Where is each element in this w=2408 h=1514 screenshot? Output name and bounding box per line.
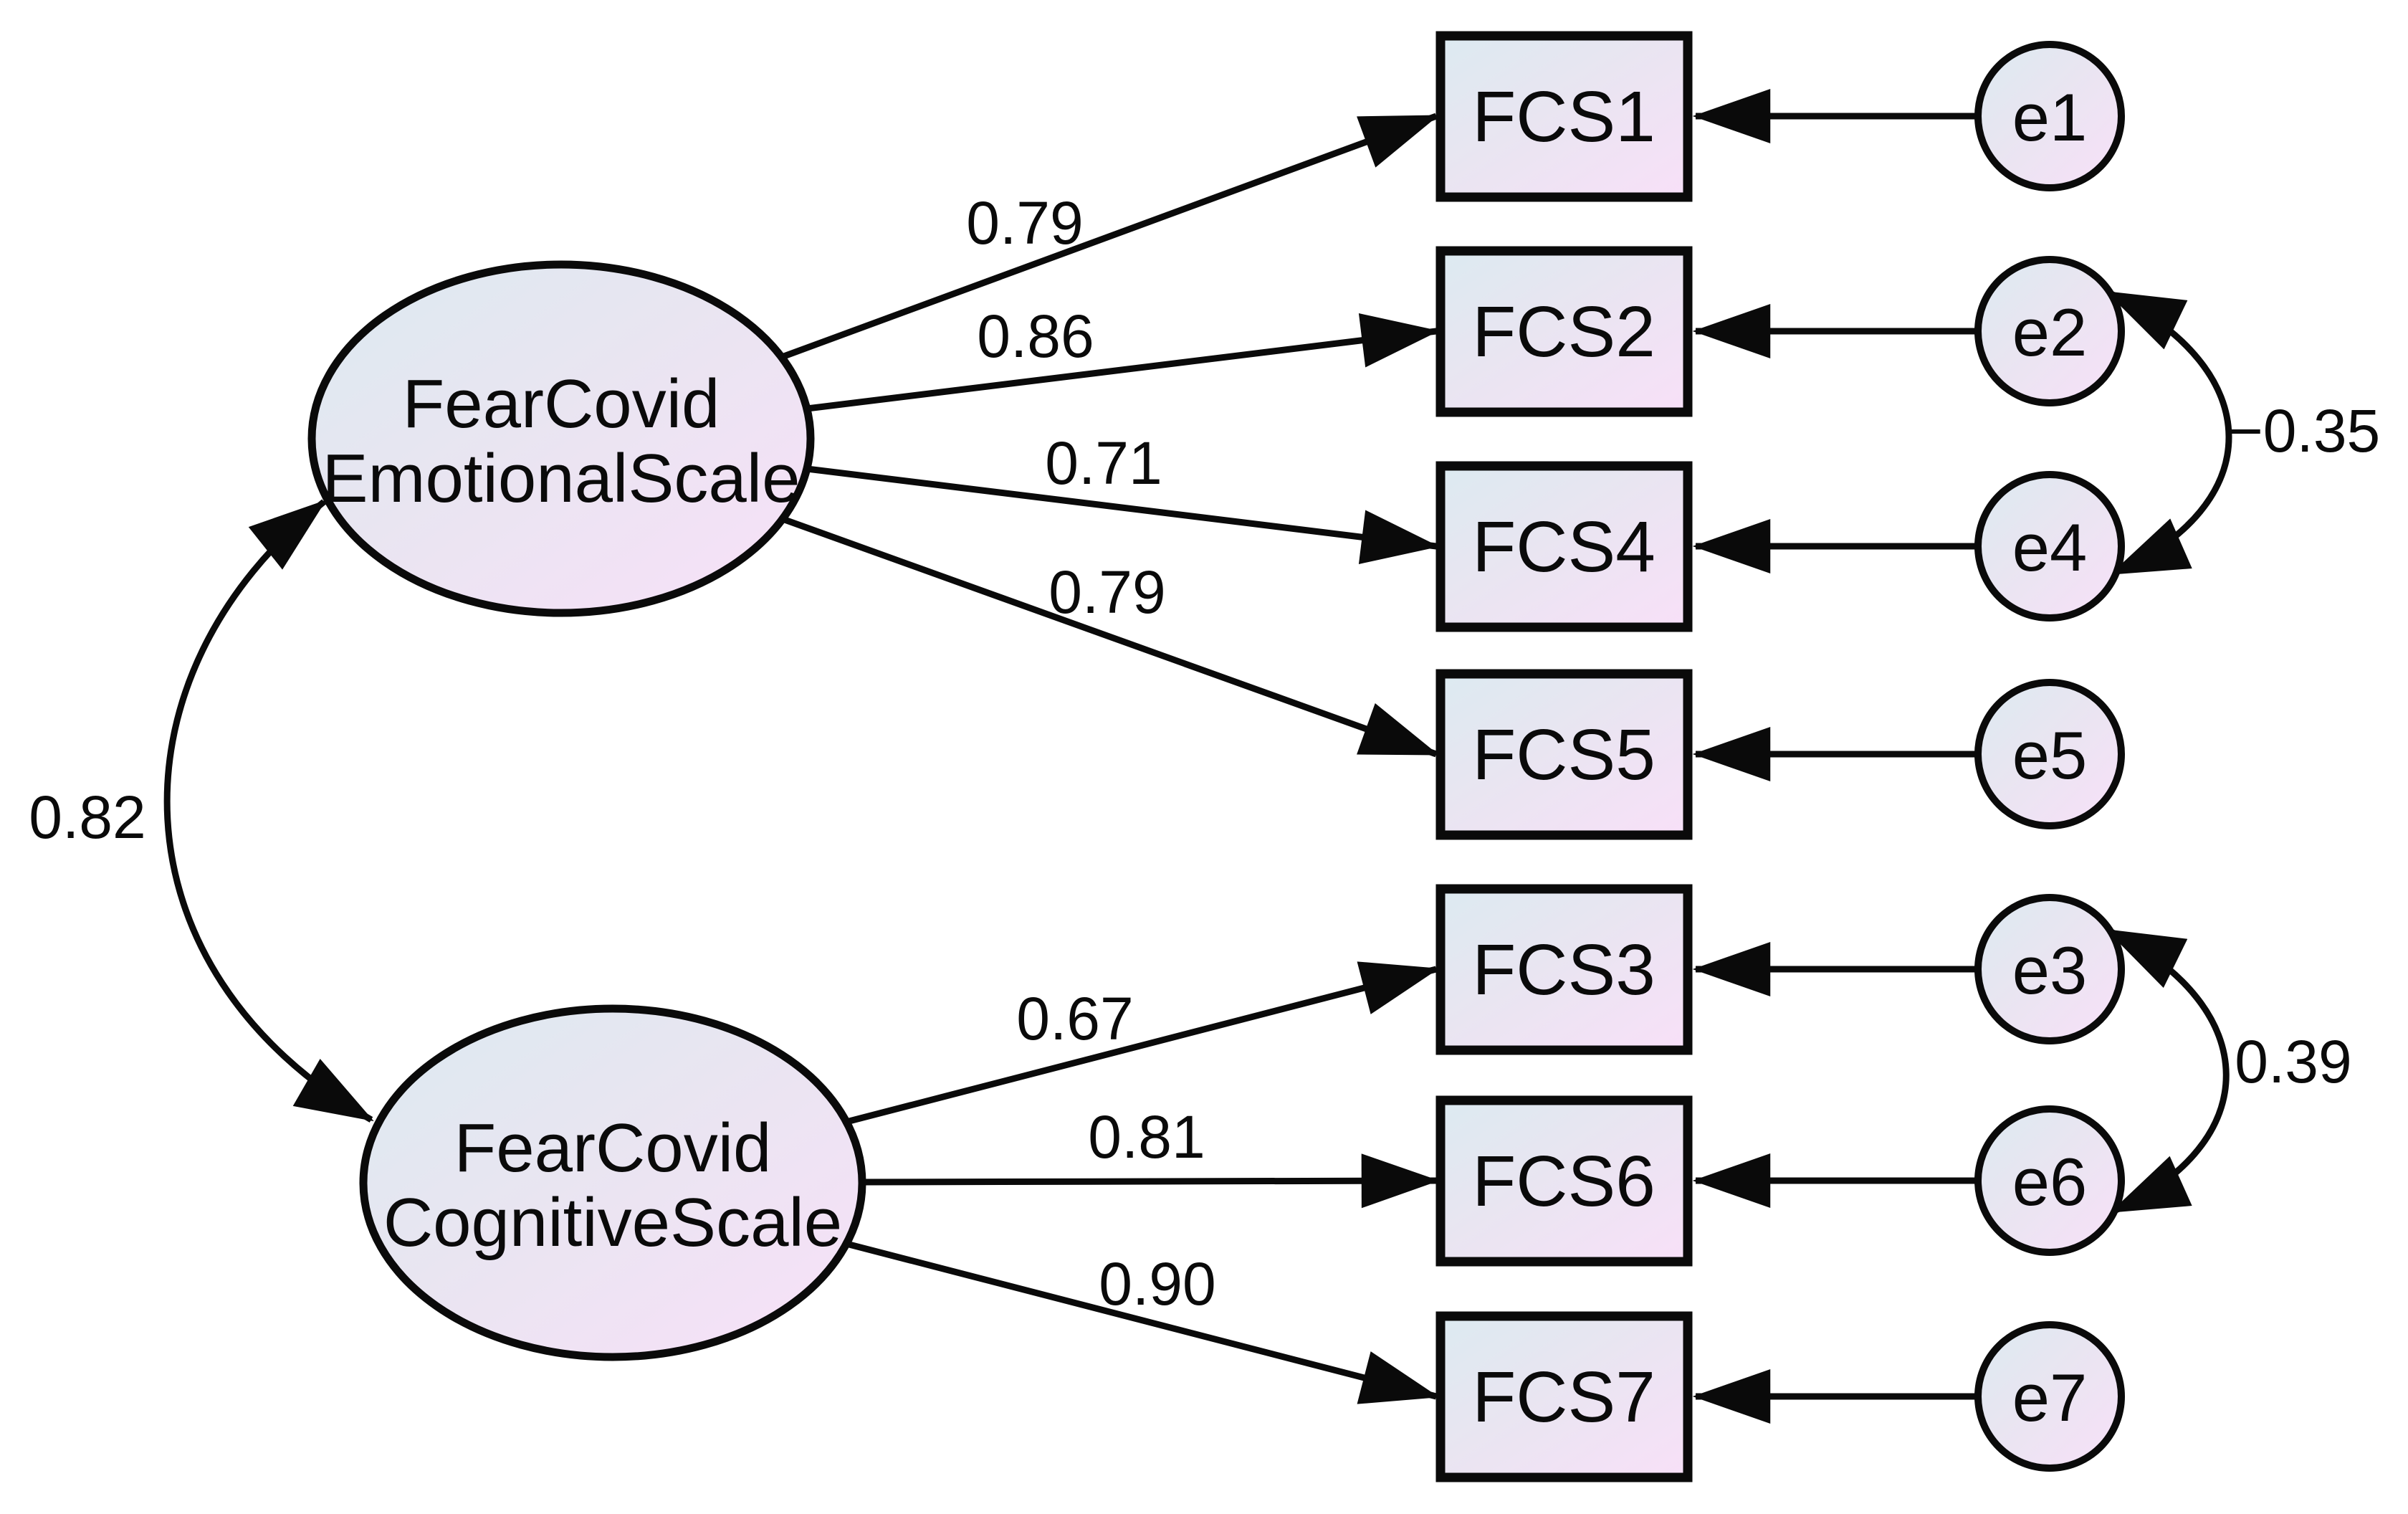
latent-emotional: FearCovid EmotionalScale xyxy=(307,260,815,617)
error-e2-circle xyxy=(1974,256,2125,406)
loading-label-fcs7: 0.90 xyxy=(1099,1250,1216,1318)
latent-cognitive-label-line2: CognitiveScale xyxy=(383,1184,842,1261)
indicator-fcs1-label: FCS1 xyxy=(1472,77,1656,157)
covariance-label-e2-e4: −0.35 xyxy=(2228,397,2381,465)
error-e7-label: e7 xyxy=(2012,1360,2088,1435)
indicator-fcs3-box xyxy=(1435,884,1693,1055)
error-e2-label: e2 xyxy=(2012,295,2088,370)
covariance-arc-latents xyxy=(163,499,374,1123)
loading-label-fcs3: 0.67 xyxy=(1016,985,1134,1052)
error-e7: e7 xyxy=(1974,1321,2125,1472)
error-e3: e3 xyxy=(1974,894,2125,1044)
covariance-label-e3-e6: 0.39 xyxy=(2235,1028,2352,1095)
error-e4-label: e4 xyxy=(2012,510,2088,585)
indicator-fcs3: FCS3 xyxy=(1435,884,1693,1055)
indicator-fcs1-box xyxy=(1435,31,1693,202)
latent-cognitive: FearCovid CognitiveScale xyxy=(359,1004,866,1361)
covariance-label-latents: 0.82 xyxy=(29,784,146,851)
latent-emotional-label-line1: FearCovid xyxy=(403,366,720,442)
indicator-fcs2-label: FCS2 xyxy=(1472,292,1656,372)
error-e6: e6 xyxy=(1974,1105,2125,1256)
indicator-fcs2: FCS2 xyxy=(1435,246,1693,417)
indicator-fcs5-label: FCS5 xyxy=(1472,715,1656,795)
error-e2: e2 xyxy=(1974,256,2125,406)
latent-cognitive-label-line1: FearCovid xyxy=(454,1110,772,1186)
error-e3-label: e3 xyxy=(2012,933,2088,1008)
indicator-fcs4: FCS4 xyxy=(1435,461,1693,632)
covariance-arc-e3-e6 xyxy=(2106,927,2230,1215)
error-e5: e5 xyxy=(1974,679,2125,829)
loading-arrow-fcs6 xyxy=(861,1153,1440,1209)
error-e5-label: e5 xyxy=(2012,718,2088,793)
loading-label-fcs4: 0.71 xyxy=(1045,429,1162,497)
loading-arrow-fcs2 xyxy=(806,313,1440,412)
error-e6-circle xyxy=(1974,1105,2125,1256)
error-e4-circle xyxy=(1974,471,2125,622)
error-e1-label: e1 xyxy=(2012,80,2088,155)
loading-arrow-fcs1 xyxy=(780,113,1440,361)
indicator-fcs6: FCS6 xyxy=(1435,1095,1693,1267)
indicator-fcs3-label: FCS3 xyxy=(1472,930,1656,1010)
error-e1-circle xyxy=(1974,41,2125,191)
error-e3-circle xyxy=(1974,894,2125,1044)
error-e6-label: e6 xyxy=(2012,1144,2088,1219)
error-e4: e4 xyxy=(1974,471,2125,622)
indicator-fcs7-label: FCS7 xyxy=(1472,1357,1656,1437)
loading-arrow-fcs7 xyxy=(845,1240,1440,1404)
loading-label-fcs2: 0.86 xyxy=(977,303,1094,370)
covariance-arc-e2-e4 xyxy=(2106,289,2232,577)
indicator-fcs4-label: FCS4 xyxy=(1472,507,1656,587)
indicator-fcs5: FCS5 xyxy=(1435,669,1693,840)
error-e1: e1 xyxy=(1974,41,2125,191)
loading-label-fcs6: 0.81 xyxy=(1088,1103,1205,1171)
indicator-fcs2-box xyxy=(1435,246,1693,417)
indicator-fcs7: FCS7 xyxy=(1435,1311,1693,1482)
latent-emotional-ellipse xyxy=(307,260,815,617)
indicator-fcs6-label: FCS6 xyxy=(1472,1141,1656,1222)
loading-label-fcs5: 0.79 xyxy=(1048,558,1166,626)
loading-arrow-fcs3 xyxy=(845,961,1440,1125)
error-e5-circle xyxy=(1974,679,2125,829)
indicator-fcs1: FCS1 xyxy=(1435,31,1693,202)
indicator-fcs6-box xyxy=(1435,1095,1693,1267)
loading-arrow-fcs5 xyxy=(781,515,1440,758)
latent-emotional-label-line2: EmotionalScale xyxy=(322,440,800,517)
latent-cognitive-ellipse xyxy=(359,1004,866,1361)
indicator-fcs4-box xyxy=(1435,461,1693,632)
loading-label-fcs1: 0.79 xyxy=(966,189,1084,257)
indicator-fcs7-box xyxy=(1435,1311,1693,1482)
loading-arrow-fcs4 xyxy=(806,465,1440,564)
error-e7-circle xyxy=(1974,1321,2125,1472)
indicator-fcs5-box xyxy=(1435,669,1693,840)
